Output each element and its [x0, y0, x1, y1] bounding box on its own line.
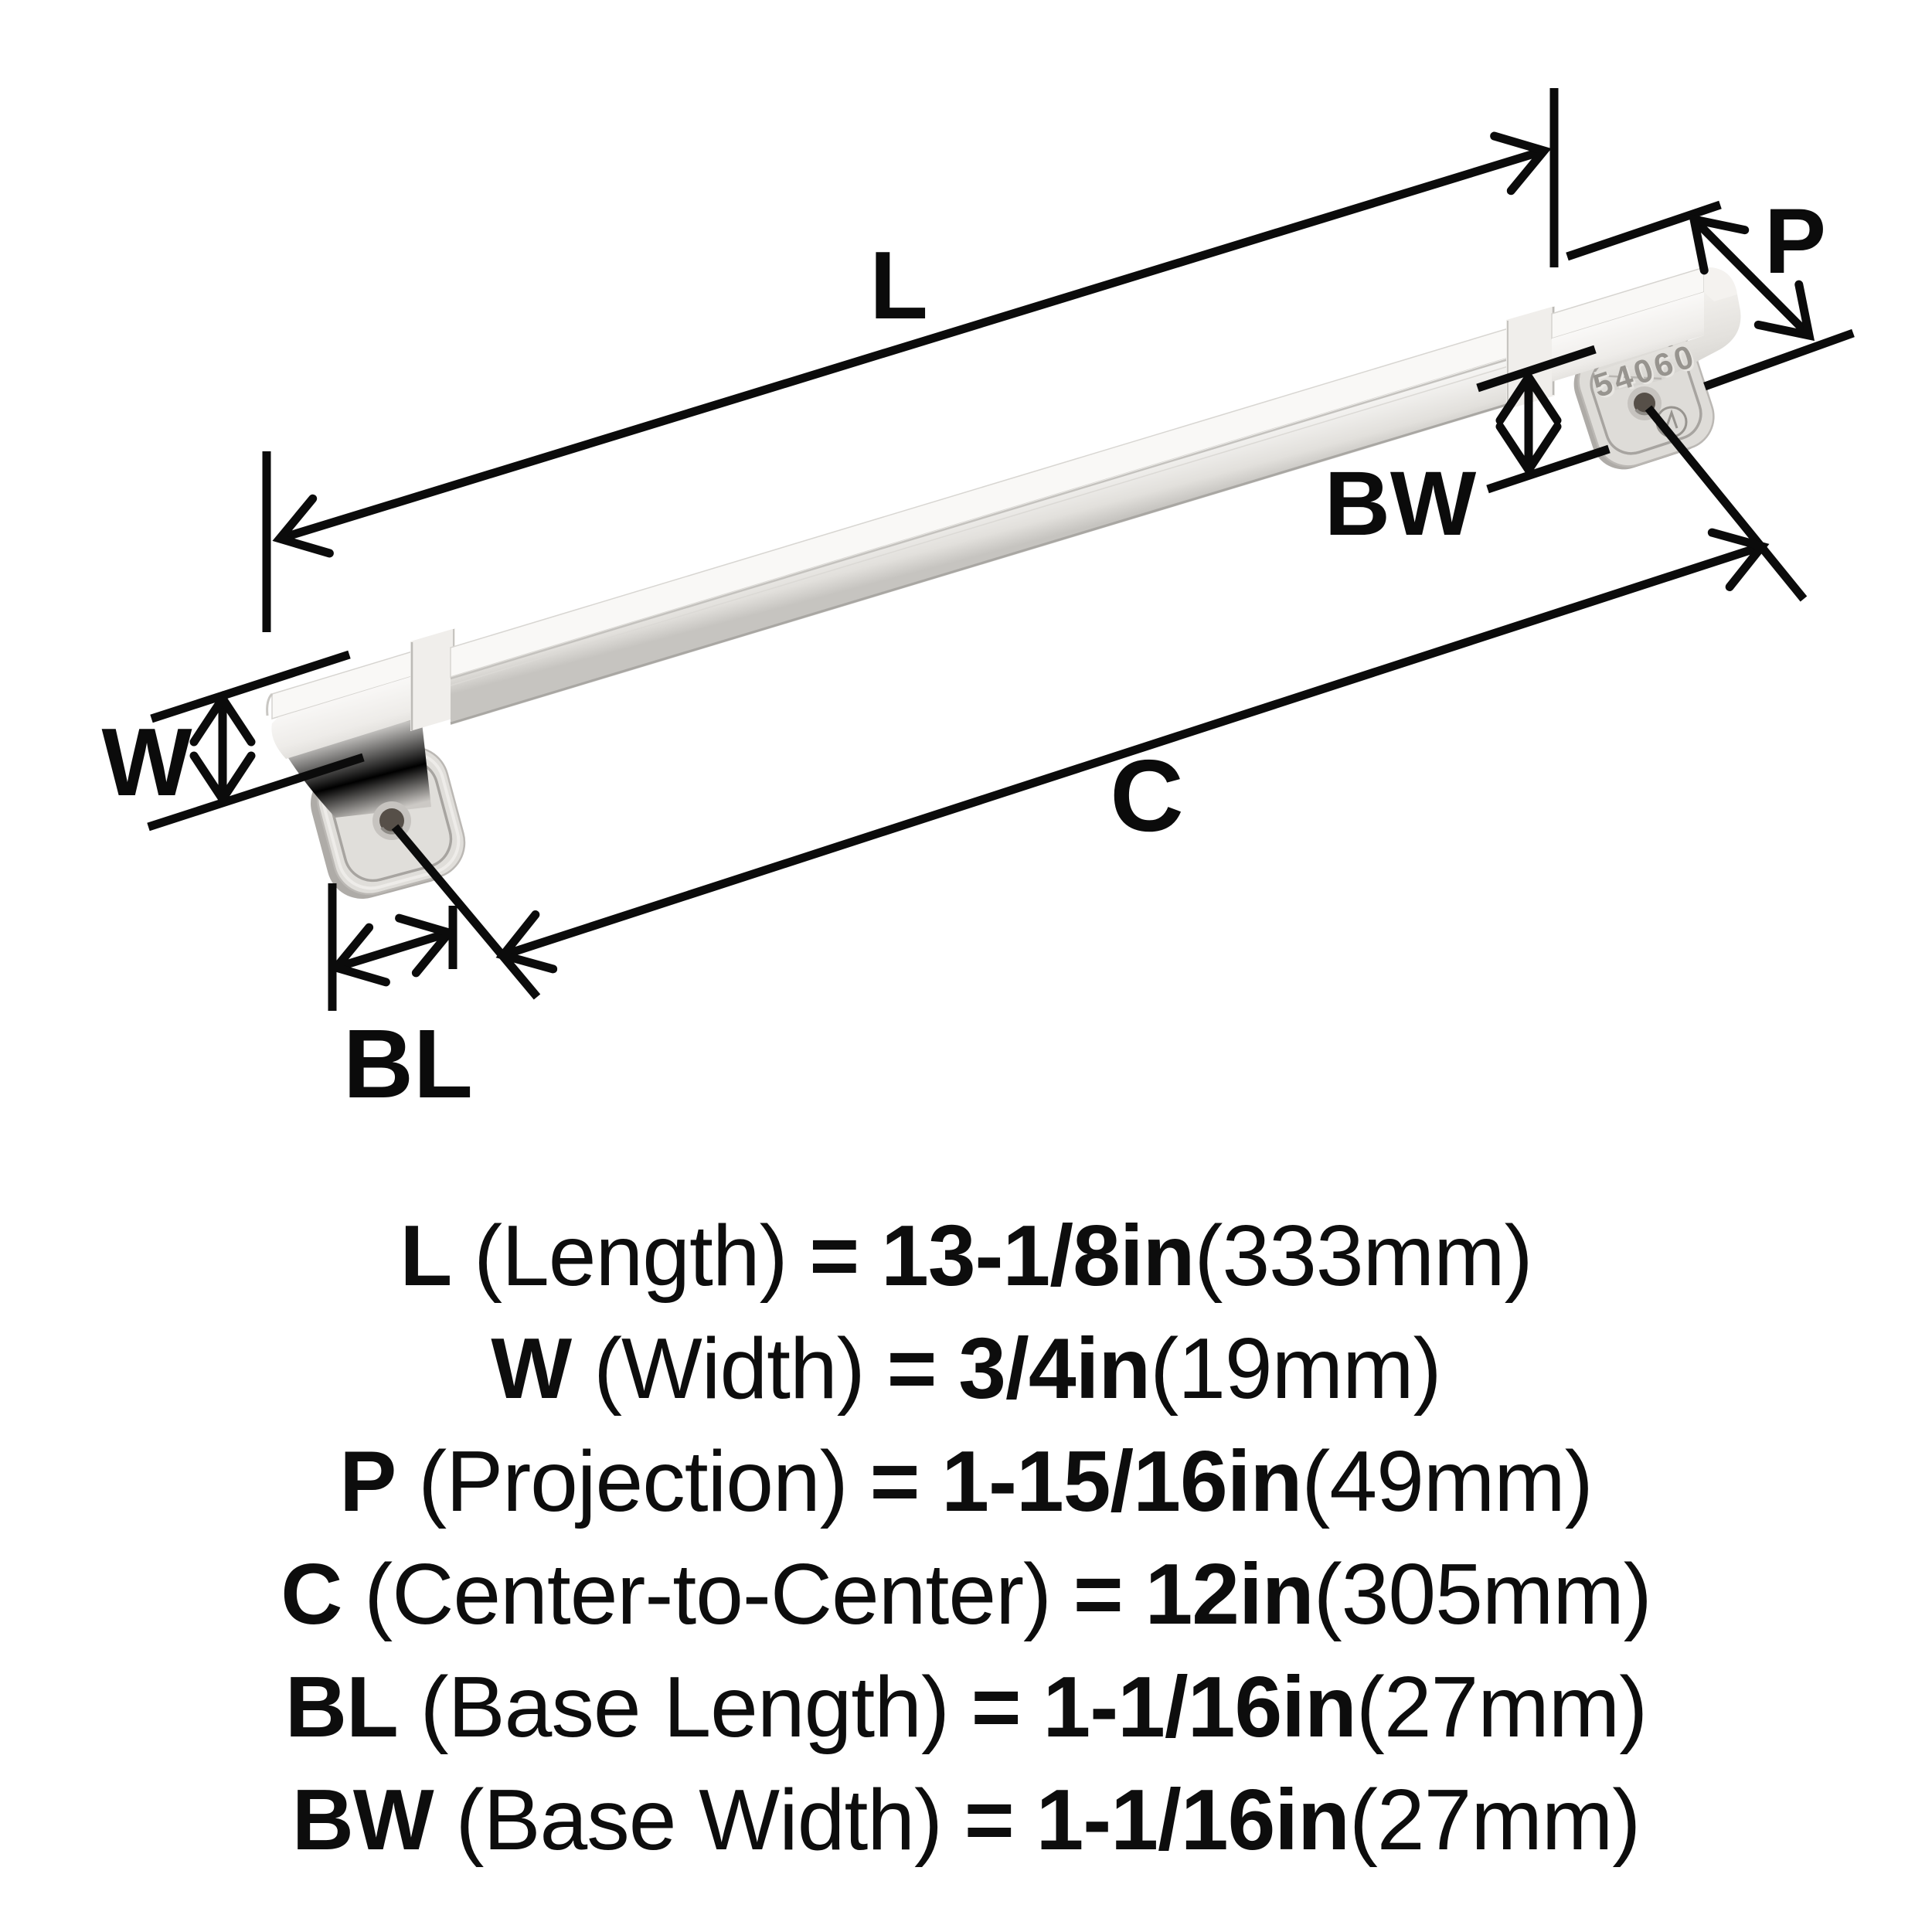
spec-metric: (333mm) — [1194, 1208, 1532, 1304]
spec-equals: = — [964, 1772, 1015, 1868]
pull-handle: 54060 54060 — [266, 266, 1741, 899]
spec-value: 1-1/16in — [1036, 1772, 1350, 1868]
dimension-p — [1566, 200, 1855, 391]
spec-abbr: P — [339, 1434, 396, 1529]
spec-abbr: W — [491, 1321, 572, 1417]
w-dimension-label: W — [101, 709, 192, 816]
spec-line-base-length: BL(Base Length)=1-1/16in(27mm) — [0, 1651, 1932, 1764]
right-post-front-face — [1552, 292, 1704, 382]
c-leader-line-left — [391, 824, 541, 1000]
spec-line-width: W(Width)=3/4in(19mm) — [0, 1312, 1932, 1425]
spec-value: 12in — [1145, 1546, 1315, 1642]
spec-equals: = — [886, 1321, 937, 1417]
spec-metric: (27mm) — [1355, 1659, 1648, 1755]
spec-name: (Length) — [474, 1208, 787, 1304]
dimension-l — [262, 88, 1559, 632]
dimension-spec-list: L(Length)=13-1/8in(333mm) W(Width)=3/4in… — [0, 1199, 1932, 1876]
spec-equals: = — [1073, 1546, 1124, 1642]
l-dimension-label: L — [869, 233, 928, 339]
spec-metric: (27mm) — [1349, 1772, 1641, 1868]
spec-line-base-width: BW(Base Width)=1-1/16in(27mm) — [0, 1764, 1932, 1876]
spec-line-center-to-center: C(Center-to-Center)=12in(305mm) — [0, 1538, 1932, 1651]
certification-logo-mark — [1665, 409, 1679, 429]
right-elbow-crease — [1596, 374, 1662, 380]
dimension-bw — [1476, 345, 1611, 494]
bl-dimension-label: BL — [343, 1009, 473, 1118]
left-post-front-face — [271, 675, 415, 759]
left-post-end-edge — [266, 692, 274, 716]
spec-line-projection: P(Projection)=1-15/16in(49mm) — [0, 1425, 1932, 1538]
spec-equals: = — [971, 1659, 1022, 1755]
dimension-callouts — [147, 88, 1855, 1011]
p-extension-line-lower — [1703, 328, 1855, 391]
spec-abbr: BL — [284, 1659, 399, 1755]
bw-dimension-label: BW — [1325, 453, 1477, 555]
w-extension-line-lower — [147, 753, 365, 832]
spec-line-length: L(Length)=13-1/8in(333mm) — [0, 1199, 1932, 1312]
spec-value: 13-1/8in — [881, 1208, 1195, 1304]
dimension-bl — [328, 883, 457, 1011]
c-dimension-line — [495, 528, 1770, 974]
spec-metric: (19mm) — [1150, 1321, 1441, 1417]
spec-equals: = — [809, 1208, 859, 1304]
p-dimension-label: P — [1764, 189, 1826, 293]
spec-name: (Width) — [594, 1321, 866, 1417]
w-extension-line-upper — [150, 650, 351, 723]
spec-equals: = — [869, 1434, 920, 1529]
dimension-c — [391, 405, 1808, 1000]
spec-abbr: L — [400, 1208, 452, 1304]
spec-value: 3/4in — [958, 1321, 1151, 1417]
left-collar — [410, 628, 455, 731]
spec-name: (Base Length) — [420, 1659, 950, 1755]
spec-name: (Base Width) — [455, 1772, 944, 1868]
p-dimension-line — [1688, 213, 1815, 342]
l-dimension-line — [272, 131, 1552, 558]
spec-metric: (305mm) — [1313, 1546, 1652, 1642]
spec-name: (Center-to-Center) — [364, 1546, 1052, 1642]
p-extension-line-upper — [1566, 200, 1722, 261]
bl-dimension-line — [328, 913, 457, 987]
dimension-w — [147, 650, 365, 832]
spec-abbr: C — [281, 1546, 342, 1642]
c-dimension-label: C — [1110, 739, 1183, 852]
spec-name: (Projection) — [418, 1434, 849, 1529]
spec-abbr: BW — [291, 1772, 434, 1868]
c-leader-line-right — [1645, 405, 1808, 602]
spec-value: 1-15/16in — [941, 1434, 1302, 1529]
bw-extension-line-lower — [1486, 444, 1611, 494]
spec-metric: (49mm) — [1301, 1434, 1593, 1529]
spec-value: 1-1/16in — [1043, 1659, 1356, 1755]
